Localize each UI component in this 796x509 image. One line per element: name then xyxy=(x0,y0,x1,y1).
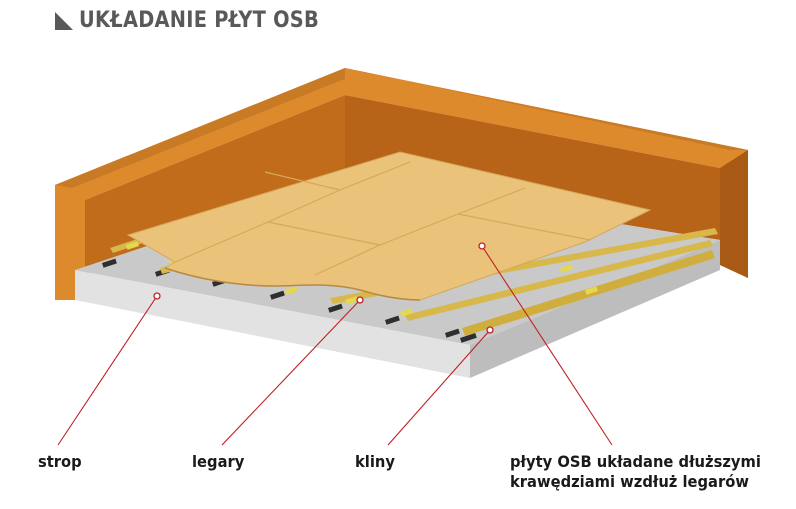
wall-end xyxy=(720,150,748,278)
label-plyty-line2: krawędziami wzdłuż legarów xyxy=(510,472,749,491)
dot-legary xyxy=(356,296,364,304)
leader-kliny xyxy=(387,329,491,446)
header: UKŁADANIE PŁYT OSB xyxy=(55,8,352,33)
board-joint xyxy=(174,221,269,263)
board-joint xyxy=(314,244,381,276)
label-legary: legary xyxy=(192,452,245,471)
label-plyty-line1: płyty OSB układane dłuższymi xyxy=(510,452,761,471)
board-joint xyxy=(264,171,341,191)
left-wall-top xyxy=(55,68,362,188)
leader-legary xyxy=(221,299,361,446)
page-title: UKŁADANIE PŁYT OSB xyxy=(79,8,320,33)
dot-strop xyxy=(153,292,161,300)
label-strop: strop xyxy=(38,452,82,471)
board-joint xyxy=(267,189,341,223)
board-joint xyxy=(457,187,526,215)
leader-dots xyxy=(153,242,494,334)
osb-boards xyxy=(126,151,652,301)
leader-plyty xyxy=(481,245,613,446)
leader-lines xyxy=(57,245,613,446)
label-kliny: kliny xyxy=(355,452,395,471)
back-wall-inner xyxy=(345,95,720,240)
board-joint xyxy=(379,213,459,246)
board-joint xyxy=(339,161,411,191)
slab-front xyxy=(75,270,470,378)
dot-kliny xyxy=(486,326,494,334)
board-edge-shadow xyxy=(164,267,421,301)
joist xyxy=(405,240,713,321)
leader-strop xyxy=(57,295,158,446)
board-joint xyxy=(457,213,591,241)
corner-triangle-icon xyxy=(55,11,73,30)
board-joint xyxy=(267,221,381,246)
dot-plyty xyxy=(478,242,486,250)
